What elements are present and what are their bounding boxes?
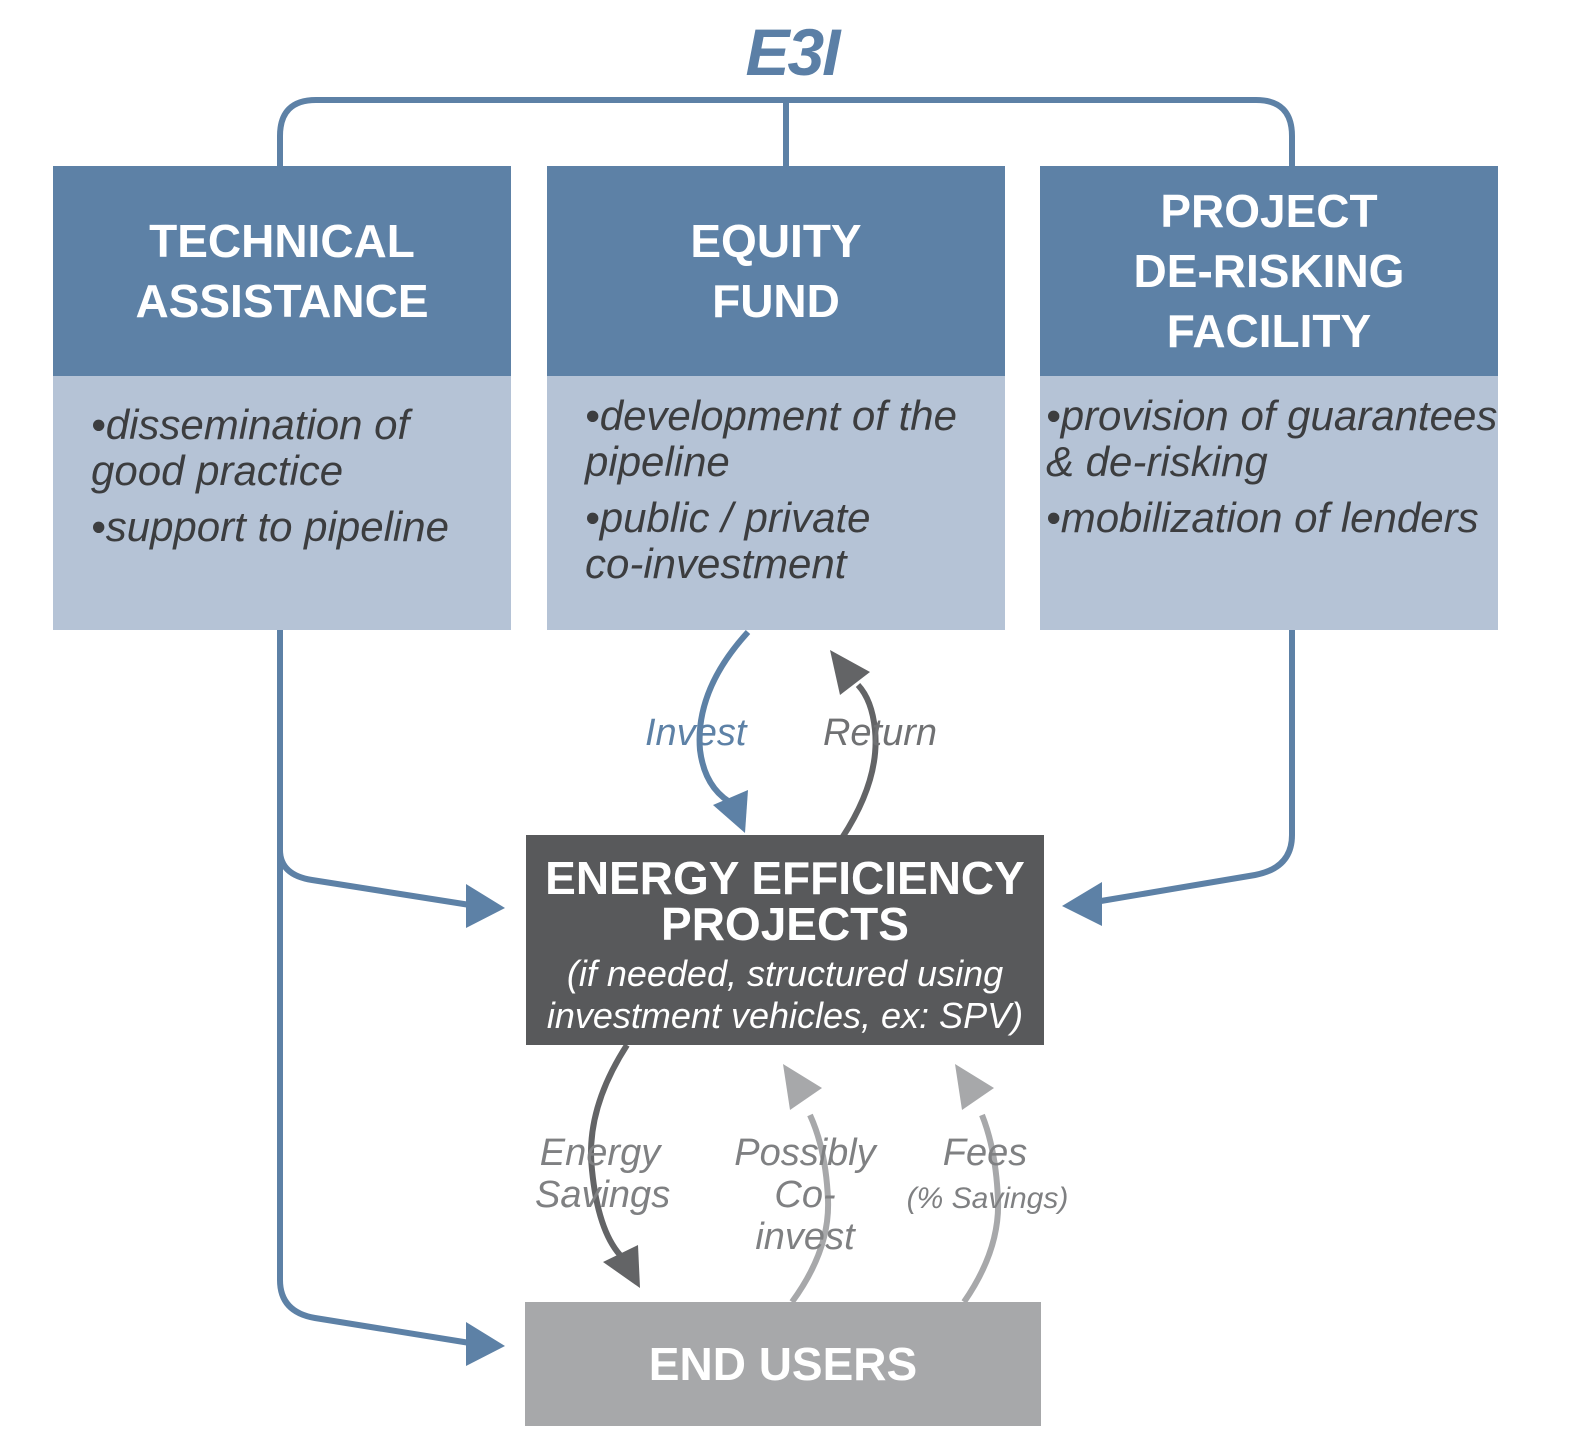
ta-to-projects-line bbox=[277, 630, 471, 908]
energy-efficiency-projects-box: ENERGY EFFICIENCY PROJECTS (if needed, s… bbox=[526, 835, 1044, 1045]
derisking-facility-header: PROJECT DE-RISKING FACILITY bbox=[1040, 166, 1498, 376]
co-invest-arrowhead bbox=[783, 1064, 822, 1110]
equity-fund-header: EQUITY FUND bbox=[547, 166, 1005, 376]
invest-arc bbox=[696, 629, 751, 808]
ta-to-projects-arrowhead bbox=[466, 884, 505, 928]
technical-assistance-body: •dissemination of good practice •support… bbox=[53, 376, 511, 630]
bullet-item: •mobilization of lenders bbox=[1046, 494, 1479, 541]
co-invest-label: Possibly Co-invest bbox=[734, 1132, 876, 1258]
return-arc bbox=[839, 682, 879, 840]
technical-assistance-header: TECHNICAL ASSISTANCE bbox=[53, 166, 511, 376]
energy-savings-arc bbox=[588, 1043, 630, 1257]
derisk-to-projects-arrowhead bbox=[1062, 882, 1102, 926]
bullet-item: •public / private co-investment bbox=[585, 494, 871, 587]
fees-note-label: (% Savings) bbox=[906, 1182, 1069, 1215]
derisking-facility-body: •provision of guarantees & de-risking •m… bbox=[1040, 376, 1498, 630]
ta-to-endusers-line bbox=[277, 850, 471, 1346]
invest-arrowhead bbox=[713, 790, 748, 833]
derisking-facility-heading: PROJECT DE-RISKING FACILITY bbox=[1133, 185, 1405, 357]
technical-assistance-heading: TECHNICAL ASSISTANCE bbox=[135, 215, 429, 327]
diagram-title: E3I bbox=[745, 15, 840, 89]
return-arrowhead bbox=[830, 650, 870, 695]
invest-label: Invest bbox=[645, 712, 747, 754]
energy-savings-label: Energy Savings bbox=[535, 1132, 671, 1216]
energy-efficiency-projects-subtitle: (if needed, structured using investment … bbox=[546, 953, 1024, 1036]
derisk-to-projects-line bbox=[1094, 630, 1295, 905]
energy-efficiency-projects-title: ENERGY EFFICIENCY PROJECTS bbox=[545, 852, 1025, 950]
bullet-item: •support to pipeline bbox=[91, 503, 449, 550]
fees-arrowhead bbox=[955, 1064, 994, 1110]
co-invest-arc bbox=[789, 1113, 832, 1304]
equity-fund-heading: EQUITY FUND bbox=[690, 215, 862, 327]
fees-arc bbox=[961, 1113, 1002, 1304]
bullet-item: •dissemination of good practice bbox=[91, 401, 410, 494]
bullet-item: •development of the pipeline bbox=[585, 392, 957, 485]
energy-savings-arrowhead bbox=[603, 1245, 640, 1288]
end-users-label: END USERS bbox=[648, 1338, 918, 1390]
equity-fund-body: •development of the pipeline •public / p… bbox=[547, 376, 1005, 630]
fees-label: Fees bbox=[942, 1132, 1028, 1174]
ta-to-endusers-arrowhead bbox=[466, 1322, 505, 1366]
return-label: Return bbox=[822, 712, 938, 754]
end-users-box: END USERS bbox=[525, 1302, 1041, 1426]
bullet-item: •provision of guarantees & de-risking bbox=[1046, 392, 1498, 485]
